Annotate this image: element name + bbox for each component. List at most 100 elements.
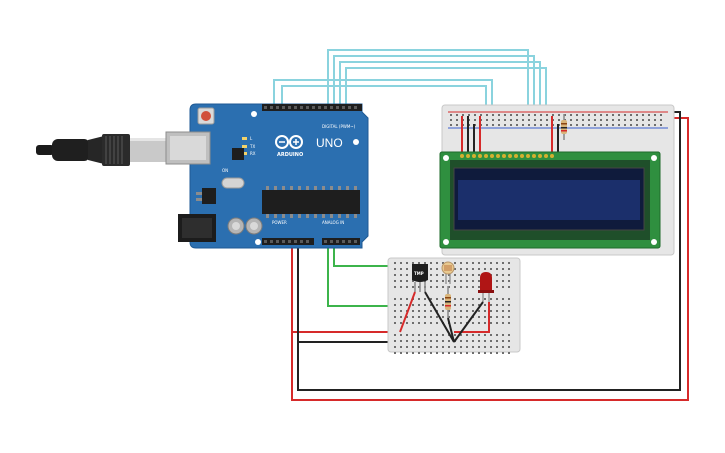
breadboard-hole bbox=[454, 310, 456, 312]
breadboard-hole bbox=[450, 114, 452, 116]
breadboard-hole bbox=[412, 286, 414, 288]
breadboard-hole bbox=[654, 124, 656, 126]
breadboard-hole bbox=[424, 340, 426, 342]
breadboard-hole bbox=[400, 310, 402, 312]
breadboard-hole bbox=[552, 114, 554, 116]
breadboard-hole bbox=[570, 114, 572, 116]
breadboard-hole bbox=[528, 119, 530, 121]
breadboard-hole bbox=[564, 114, 566, 116]
breadboard-hole bbox=[424, 298, 426, 300]
breadboard-hole bbox=[400, 340, 402, 342]
atmega-chip bbox=[262, 190, 360, 214]
board-model: UNO bbox=[316, 136, 343, 150]
breadboard-hole bbox=[466, 298, 468, 300]
breadboard-hole bbox=[478, 316, 480, 318]
arduino-brand: ARDUINO bbox=[277, 152, 303, 158]
breadboard-hole bbox=[456, 119, 458, 121]
breadboard-hole bbox=[570, 124, 572, 126]
breadboard-hole bbox=[448, 340, 450, 342]
breadboard-hole bbox=[522, 114, 524, 116]
breadboard-hole bbox=[400, 304, 402, 306]
lcd-screen bbox=[458, 180, 640, 220]
breadboard-hole bbox=[624, 119, 626, 121]
power-label: POWER bbox=[272, 220, 287, 225]
breadboard-hole bbox=[454, 334, 456, 336]
breadboard-hole bbox=[406, 268, 408, 270]
breadboard-hole bbox=[454, 322, 456, 324]
breadboard-hole bbox=[508, 322, 510, 324]
breadboard-hole bbox=[448, 346, 450, 348]
breadboard-hole bbox=[424, 352, 426, 354]
lcd-pin bbox=[514, 154, 518, 158]
breadboard-hole bbox=[442, 346, 444, 348]
breadboard-hole bbox=[394, 298, 396, 300]
breadboard-hole bbox=[496, 262, 498, 264]
breadboard-hole bbox=[534, 114, 536, 116]
breadboard-hole bbox=[496, 346, 498, 348]
breadboard-hole bbox=[528, 114, 530, 116]
breadboard-hole bbox=[588, 114, 590, 116]
breadboard-hole bbox=[484, 352, 486, 354]
breadboard-hole bbox=[466, 340, 468, 342]
breadboard-hole bbox=[498, 114, 500, 116]
breadboard-hole bbox=[630, 119, 632, 121]
breadboard-hole bbox=[588, 124, 590, 126]
breadboard-hole bbox=[612, 124, 614, 126]
breadboard-hole bbox=[502, 304, 504, 306]
breadboard-hole bbox=[510, 124, 512, 126]
digital-label: DIGITAL (PWM~) bbox=[322, 124, 356, 129]
breadboard-hole bbox=[484, 322, 486, 324]
breadboard-hole bbox=[466, 286, 468, 288]
breadboard-hole bbox=[460, 334, 462, 336]
breadboard-hole bbox=[400, 280, 402, 282]
breadboard-hole bbox=[454, 316, 456, 318]
breadboard-hole bbox=[516, 124, 518, 126]
breadboard-hole bbox=[504, 124, 506, 126]
breadboard-hole bbox=[484, 334, 486, 336]
breadboard-hole bbox=[424, 262, 426, 264]
breadboard-hole bbox=[478, 268, 480, 270]
breadboard-hole bbox=[454, 268, 456, 270]
breadboard-hole bbox=[436, 352, 438, 354]
breadboard-hole bbox=[636, 124, 638, 126]
breadboard-hole bbox=[424, 322, 426, 324]
breadboard-hole bbox=[496, 274, 498, 276]
breadboard-hole bbox=[508, 268, 510, 270]
breadboard-hole bbox=[412, 280, 414, 282]
breadboard-hole bbox=[490, 304, 492, 306]
breadboard-hole bbox=[508, 340, 510, 342]
breadboard-hole bbox=[400, 346, 402, 348]
breadboard-hole bbox=[496, 334, 498, 336]
breadboard-hole bbox=[448, 310, 450, 312]
breadboard-hole bbox=[600, 124, 602, 126]
breadboard-hole bbox=[484, 310, 486, 312]
breadboard-hole bbox=[484, 298, 486, 300]
breadboard-hole bbox=[508, 304, 510, 306]
breadboard-hole bbox=[654, 119, 656, 121]
breadboard-hole bbox=[436, 304, 438, 306]
breadboard-hole bbox=[456, 124, 458, 126]
breadboard-hole bbox=[540, 124, 542, 126]
breadboard-hole bbox=[468, 114, 470, 116]
breadboard-hole bbox=[490, 310, 492, 312]
breadboard-hole bbox=[418, 340, 420, 342]
breadboard-hole bbox=[394, 304, 396, 306]
breadboard-hole bbox=[466, 310, 468, 312]
breadboard-hole bbox=[648, 114, 650, 116]
breadboard-hole bbox=[490, 262, 492, 264]
breadboard-hole bbox=[492, 124, 494, 126]
lcd-pin bbox=[484, 154, 488, 158]
breadboard-hole bbox=[474, 119, 476, 121]
breadboard-hole bbox=[394, 280, 396, 282]
breadboard-hole bbox=[502, 262, 504, 264]
breadboard-hole bbox=[600, 119, 602, 121]
breadboard-hole bbox=[502, 286, 504, 288]
breadboard-hole bbox=[502, 310, 504, 312]
breadboard-hole bbox=[412, 352, 414, 354]
breadboard-hole bbox=[436, 346, 438, 348]
breadboard-hole bbox=[400, 268, 402, 270]
breadboard-hole bbox=[448, 352, 450, 354]
breadboard-hole bbox=[508, 262, 510, 264]
breadboard-hole bbox=[460, 298, 462, 300]
breadboard-hole bbox=[508, 286, 510, 288]
